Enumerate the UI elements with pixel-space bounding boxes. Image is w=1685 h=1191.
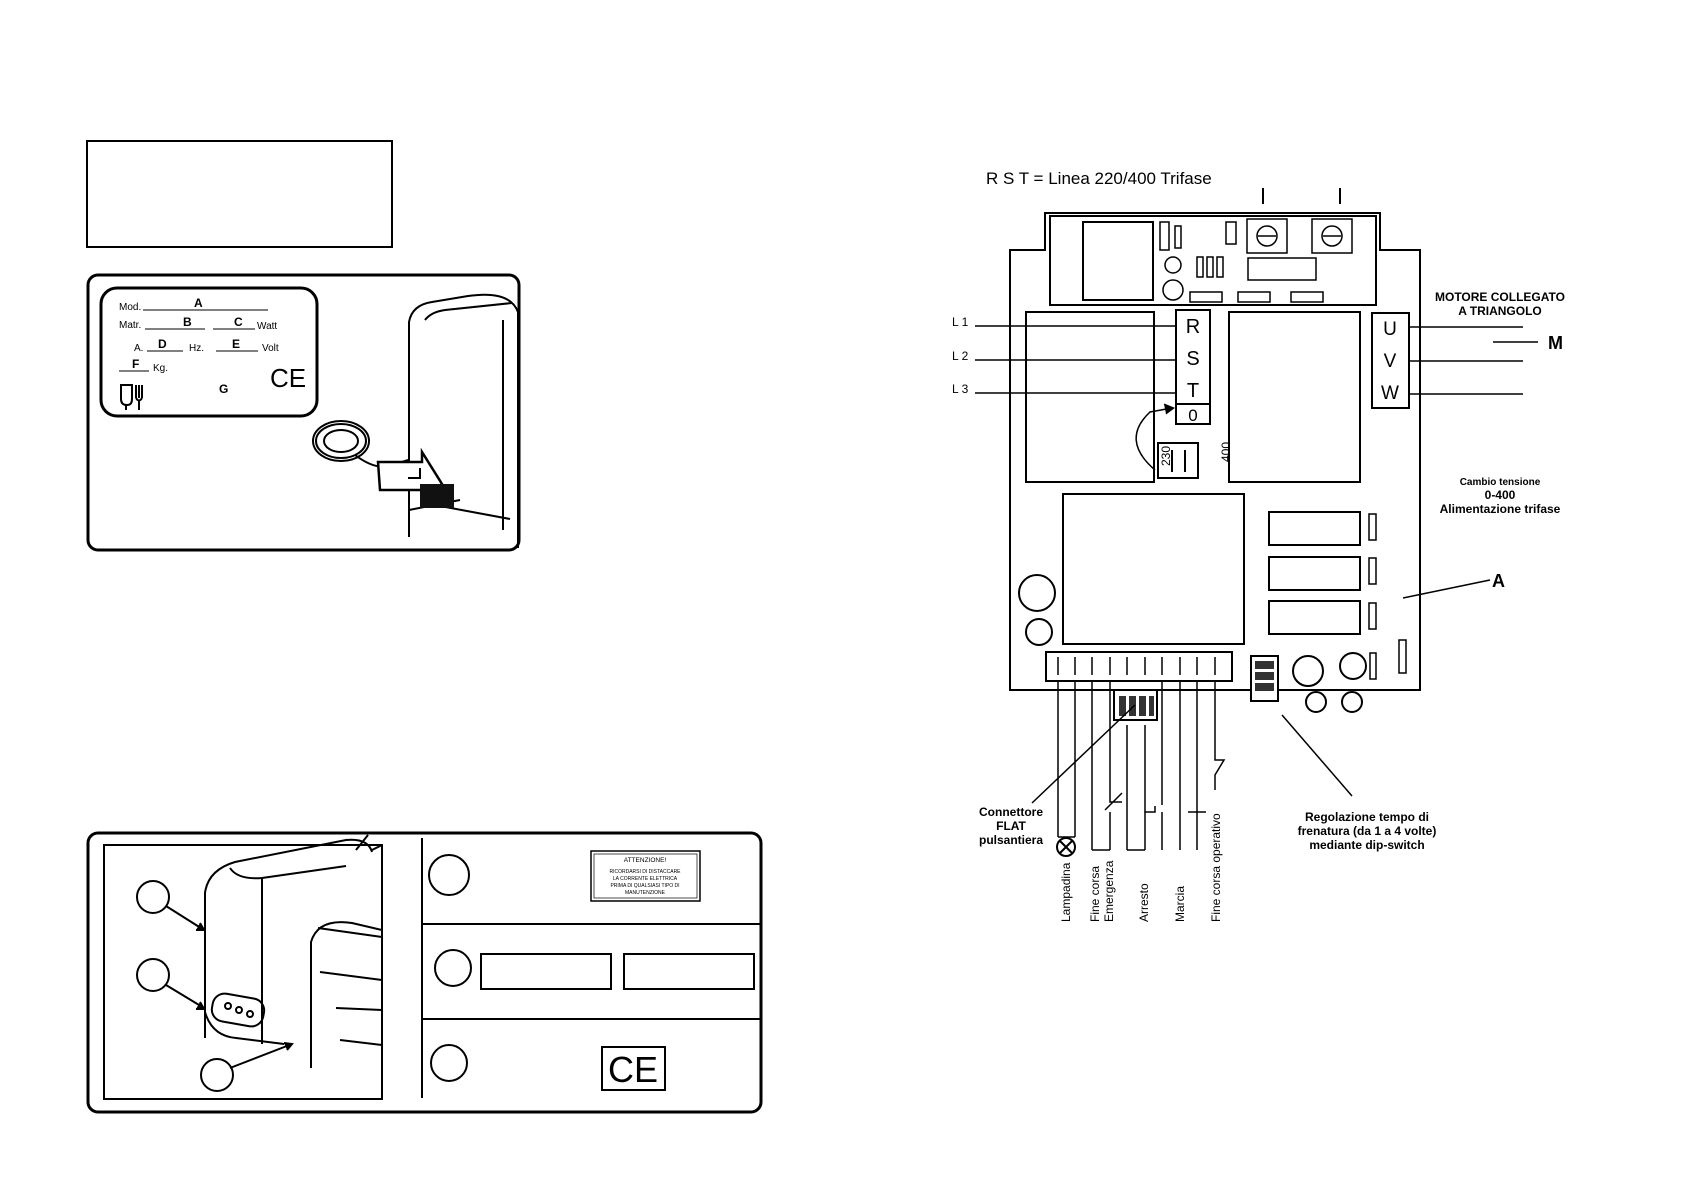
label-box-2 [623, 953, 755, 990]
plate-mod-label: Mod. [119, 302, 141, 313]
plate-field-b: B [183, 315, 192, 329]
lamp-symbol-icon [1056, 837, 1076, 857]
label-fine-corsa: Fine corsa [1088, 866, 1102, 922]
label-box-1 [480, 953, 612, 990]
row-2-marker [434, 949, 472, 987]
row-1-marker [428, 854, 470, 896]
terminal-u: U [1383, 319, 1397, 340]
plate-field-d: D [158, 337, 167, 351]
voltage-400: 400 [1219, 442, 1233, 462]
machine-photo-frame [103, 844, 383, 1100]
plate-kg-label: Kg. [153, 363, 168, 374]
rating-plate [99, 286, 319, 418]
warning-line-1: RICORDARSI DI DISTACCARE [609, 869, 681, 875]
braking-label-3: mediante dip-switch [1309, 838, 1424, 852]
ce-mark-frame [601, 1046, 666, 1091]
control-board [1009, 212, 1421, 691]
motor-label-m: M [1548, 333, 1563, 353]
warning-line-3: PRIMA DI QUALSIASI TIPO DI [610, 883, 679, 889]
label-emergenza: Emergenza [1102, 860, 1116, 922]
terminal-0: 0 [1188, 406, 1197, 425]
warning-line-2: LA CORRENTE ELETTRICA [613, 876, 678, 882]
voltage-change-3: Alimentazione trifase [1440, 502, 1561, 516]
terminal-block-rst: R S T 0 [1175, 309, 1211, 425]
plate-field-c: C [234, 315, 243, 329]
voltage-change-1: Cambio tensione [1460, 477, 1541, 488]
line-label-l3: L 3 [952, 382, 969, 396]
motor-title-2: A TRIANGOLO [1458, 304, 1542, 318]
control-wires [1057, 681, 1226, 851]
warning-line-4: MANUTENZIONE [625, 890, 666, 896]
callout-markers [136, 880, 294, 1092]
food-safe-icon [120, 384, 143, 410]
plate-hz-label: Hz. [189, 343, 204, 354]
terminal-r: R [1186, 316, 1200, 338]
plate-amp-label: A. [134, 343, 143, 354]
machine-side-illustration [312, 293, 520, 548]
connector-label-2: FLAT [996, 819, 1026, 833]
warning-label: ATTENZIONE! RICORDARSI DI DISTACCARE LA … [590, 850, 701, 902]
wiring-title: R S T = Linea 220/400 Trifase [986, 169, 1212, 188]
connector-label-3: pulsantiera [979, 833, 1043, 847]
motor-title-1: MOTORE COLLEGATO [1435, 290, 1565, 304]
voltage-230: 230 [1159, 446, 1173, 466]
plate-field-g: G [219, 382, 228, 396]
label-arresto: Arresto [1137, 883, 1151, 922]
braking-label-1: Regolazione tempo di [1305, 810, 1429, 824]
row-3-marker [430, 1044, 468, 1082]
connector-label-1: Connettore [979, 805, 1043, 819]
motor-terminal-block: U V W [1371, 312, 1410, 409]
terminal-t: T [1187, 380, 1199, 402]
voltage-change-2: 0-400 [1485, 488, 1516, 502]
label-lampadina: Lampadina [1059, 862, 1073, 922]
plate-watt-label: Watt [257, 321, 277, 332]
plate-volt-label: Volt [262, 343, 279, 354]
terminal-w: W [1381, 383, 1399, 404]
ce-mark: CE [608, 1049, 658, 1090]
plate-field-f: F [132, 357, 139, 371]
terminal-s: S [1186, 348, 1199, 370]
braking-label-2: frenatura (da 1 a 4 volte) [1298, 824, 1437, 838]
line-label-l1: L 1 [952, 315, 969, 329]
plate-matr-label: Matr. [119, 320, 141, 331]
plate-ce-mark: CE [270, 363, 306, 393]
label-marcia: Marcia [1173, 886, 1187, 922]
line-label-l2: L 2 [952, 349, 969, 363]
terminal-v: V [1384, 351, 1397, 372]
plate-field-a: A [194, 296, 203, 310]
label-fine-corsa-operativo: Fine corsa operativo [1209, 813, 1223, 922]
board-label-a: A [1492, 571, 1505, 591]
rating-plate-panel: Mod. A Matr. B C Watt A. D Hz. E Volt F … [86, 273, 521, 552]
plate-field-e: E [232, 337, 240, 351]
nameplate-location [420, 484, 454, 508]
machine-photo-sketch [204, 834, 383, 1068]
labels-panel: ATTENZIONE! RICORDARSI DI DISTACCARE LA … [86, 831, 763, 1114]
blank-frame [86, 140, 393, 248]
wiring-diagram: R S T = Linea 220/400 Trifase [952, 169, 1565, 922]
warning-title: ATTENZIONE! [624, 857, 667, 864]
